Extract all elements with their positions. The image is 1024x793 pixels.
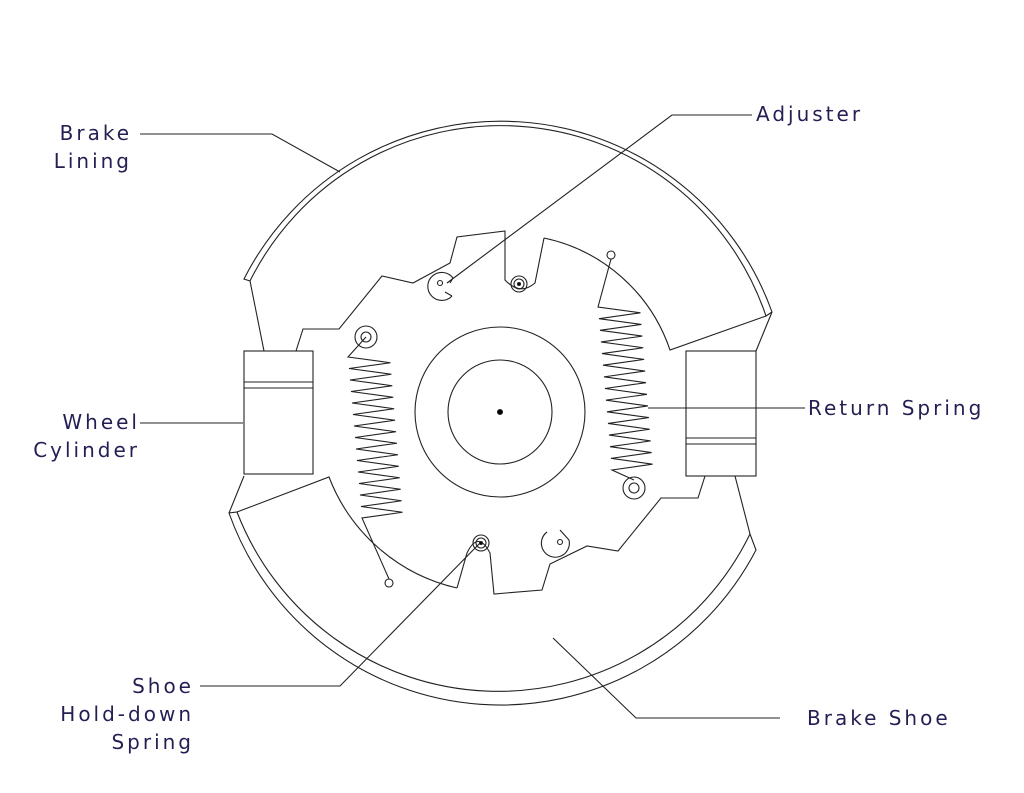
hub-outer <box>414 326 586 498</box>
hub-center <box>496 408 504 416</box>
label-brake-shoe: Brake Shoe <box>807 706 951 730</box>
label-line: Cylinder <box>33 438 140 462</box>
right-wheel-cylinder <box>685 350 757 477</box>
leader-brake-shoe <box>552 637 780 719</box>
label-brake-lining: Brake Lining <box>54 119 132 175</box>
backing-plate <box>295 230 706 595</box>
upper-hold-down-spring <box>510 275 528 293</box>
label-wheel-cylinder: Wheel Cylinder <box>33 408 140 464</box>
leader-hold-down-spring <box>200 542 481 687</box>
hub-inner <box>447 359 553 465</box>
lower-brake-shoe <box>228 475 751 589</box>
label-line: Brake <box>59 121 132 145</box>
lower-hold-down-spring <box>472 534 490 552</box>
lower-brake-lining <box>228 511 757 706</box>
label-shoe-hold-down-spring: Shoe Hold-down Spring <box>60 672 194 756</box>
label-line: Lining <box>53 149 132 173</box>
label-adjuster: Adjuster <box>756 102 864 126</box>
left-wheel-cylinder <box>243 350 314 475</box>
label-line: Wheel <box>62 410 140 434</box>
label-line: Spring <box>111 730 194 754</box>
leader-adjuster <box>446 114 752 284</box>
label-line: Hold-down <box>60 702 194 726</box>
label-return-spring: Return Spring <box>808 396 985 420</box>
left-return-spring <box>346 336 403 580</box>
label-line: Shoe <box>132 674 194 698</box>
upper-brake-shoe <box>249 237 773 352</box>
right-return-spring <box>597 258 653 481</box>
upper-adjuster <box>427 271 454 301</box>
upper-brake-lining <box>243 120 773 317</box>
leader-brake-lining <box>140 133 341 173</box>
lower-adjuster <box>540 529 570 558</box>
